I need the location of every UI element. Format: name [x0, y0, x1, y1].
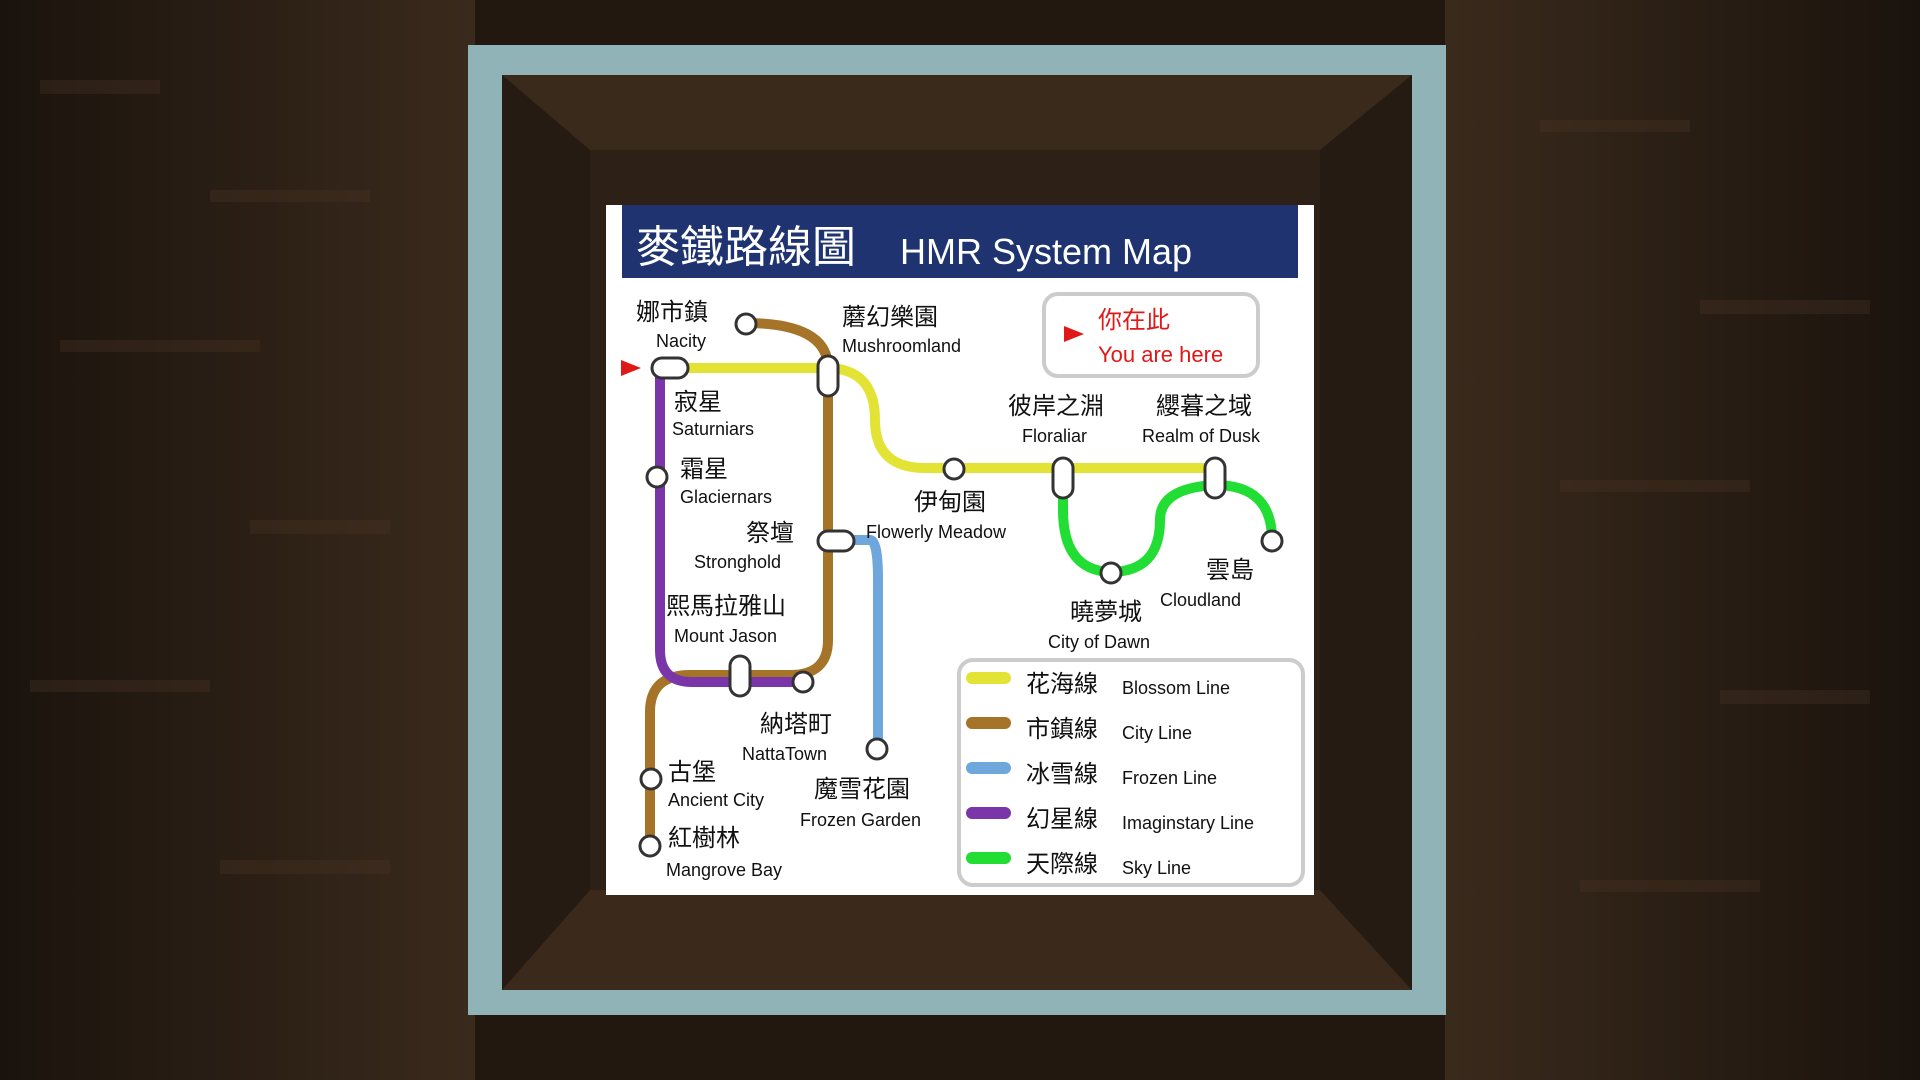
legend-zh: 花海線 [1026, 670, 1098, 698]
label-en: NattaTown [742, 744, 827, 764]
station-realm-of-dusk [1203, 456, 1227, 500]
legend-en: Imaginstary Line [1122, 813, 1254, 833]
blossom-line [655, 363, 1220, 473]
station-mount-jason [728, 654, 752, 698]
station-start [650, 356, 690, 380]
legend-en: Frozen Line [1122, 768, 1217, 788]
legend-swatch [966, 762, 1011, 774]
label-en: Cloudland [1160, 590, 1241, 610]
legend-zh: 幻星線 [1026, 805, 1098, 833]
label-en: Frozen Garden [800, 810, 921, 830]
station-floraliar [1051, 456, 1075, 500]
label-zh: 寂星 [674, 388, 722, 416]
label-zh: 魔雪花園 [814, 775, 910, 803]
you-are-here-zh: 你在此 [1098, 306, 1170, 334]
you-are-here-marker [621, 360, 641, 376]
station-cloudland [1260, 529, 1284, 553]
label-en: Mangrove Bay [666, 860, 782, 880]
station-labels: 娜市鎮 Nacity 蘑幻樂園 Mushroomland 寂星 Saturnia… [636, 298, 1261, 880]
label-zh: 彼岸之淵 [1008, 392, 1104, 420]
station-markers [638, 312, 1284, 858]
station-nattatown [791, 670, 815, 694]
you-are-here-box [1042, 292, 1260, 378]
label-zh: 祭壇 [746, 519, 794, 547]
label-zh: 霜星 [680, 455, 728, 483]
legend-en: Blossom Line [1122, 678, 1230, 698]
label-zh: 紅樹林 [668, 824, 740, 852]
station-mushroomland [816, 354, 840, 398]
legend-box [957, 658, 1305, 887]
label-en: Mushroomland [842, 336, 961, 356]
title-en: HMR System Map [900, 231, 1192, 272]
you-are-here-en: You are here [1098, 342, 1223, 367]
label-zh: 納塔町 [760, 710, 832, 738]
label-zh: 娜市鎮 [636, 298, 708, 326]
label-zh: 伊甸園 [914, 488, 986, 516]
label-en: Stronghold [694, 552, 781, 572]
station-frozen-garden [865, 737, 889, 761]
legend-zh: 天際線 [1026, 850, 1098, 878]
label-zh: 曉夢城 [1070, 598, 1142, 626]
tunnel-ceiling [502, 75, 1412, 150]
legend-item: 冰雪線 Frozen Line [966, 760, 1217, 788]
label-en: Ancient City [668, 790, 764, 810]
label-en: City of Dawn [1048, 632, 1150, 652]
legend-en: Sky Line [1122, 858, 1191, 878]
label-en: Glaciernars [680, 487, 772, 507]
tunnel-left [502, 75, 590, 990]
wood-grain [30, 80, 1870, 892]
label-en: Mount Jason [674, 626, 777, 646]
legend-swatch [966, 807, 1011, 819]
legend-item: 市鎮線 City Line [966, 715, 1192, 743]
label-zh: 纓暮之域 [1156, 392, 1252, 420]
label-zh: 古堡 [668, 758, 716, 786]
label-zh: 熙馬拉雅山 [666, 592, 786, 620]
station-flowerly-meadow [942, 457, 966, 481]
frozen-line [840, 535, 883, 755]
legend-zh: 市鎮線 [1026, 715, 1098, 743]
route-lines [645, 318, 1277, 850]
legend-en: City Line [1122, 723, 1192, 743]
legend-item: 天際線 Sky Line [966, 850, 1191, 878]
legend-swatch [966, 717, 1011, 729]
legend-item: 花海線 Blossom Line [966, 670, 1230, 698]
flag-icon [1064, 326, 1084, 342]
tunnel-right [1320, 75, 1412, 990]
legend-zh: 冰雪線 [1026, 760, 1098, 788]
label-en: Floraliar [1022, 426, 1087, 446]
imaginstary-line [655, 363, 808, 687]
legend: 花海線 Blossom Line 市鎮線 City Line 冰雪線 Froze… [966, 670, 1254, 878]
sky-line [1058, 463, 1277, 577]
right-wall [1445, 0, 1920, 1080]
title-bar [622, 205, 1298, 278]
station-mangrove-bay [638, 834, 662, 858]
station-city-of-dawn [1099, 561, 1123, 585]
station-nacity [734, 312, 758, 336]
label-en: Nacity [656, 331, 706, 351]
legend-item: 幻星線 Imaginstary Line [966, 805, 1254, 833]
label-zh: 蘑幻樂園 [842, 303, 938, 331]
tunnel-floor [502, 890, 1412, 990]
station-stronghold [816, 529, 856, 553]
title-zh: 麥鐵路線圖 [636, 222, 856, 273]
label-en: Flowerly Meadow [866, 522, 1007, 542]
label-en: Saturniars [672, 419, 754, 439]
city-line [645, 318, 833, 850]
label-zh: 雲島 [1206, 556, 1254, 584]
left-wall [0, 0, 475, 1080]
label-en: Realm of Dusk [1142, 426, 1261, 446]
legend-swatch [966, 672, 1011, 684]
legend-swatch [966, 852, 1011, 864]
station-ancient-city [639, 767, 663, 791]
station-glaciernars [645, 465, 669, 489]
